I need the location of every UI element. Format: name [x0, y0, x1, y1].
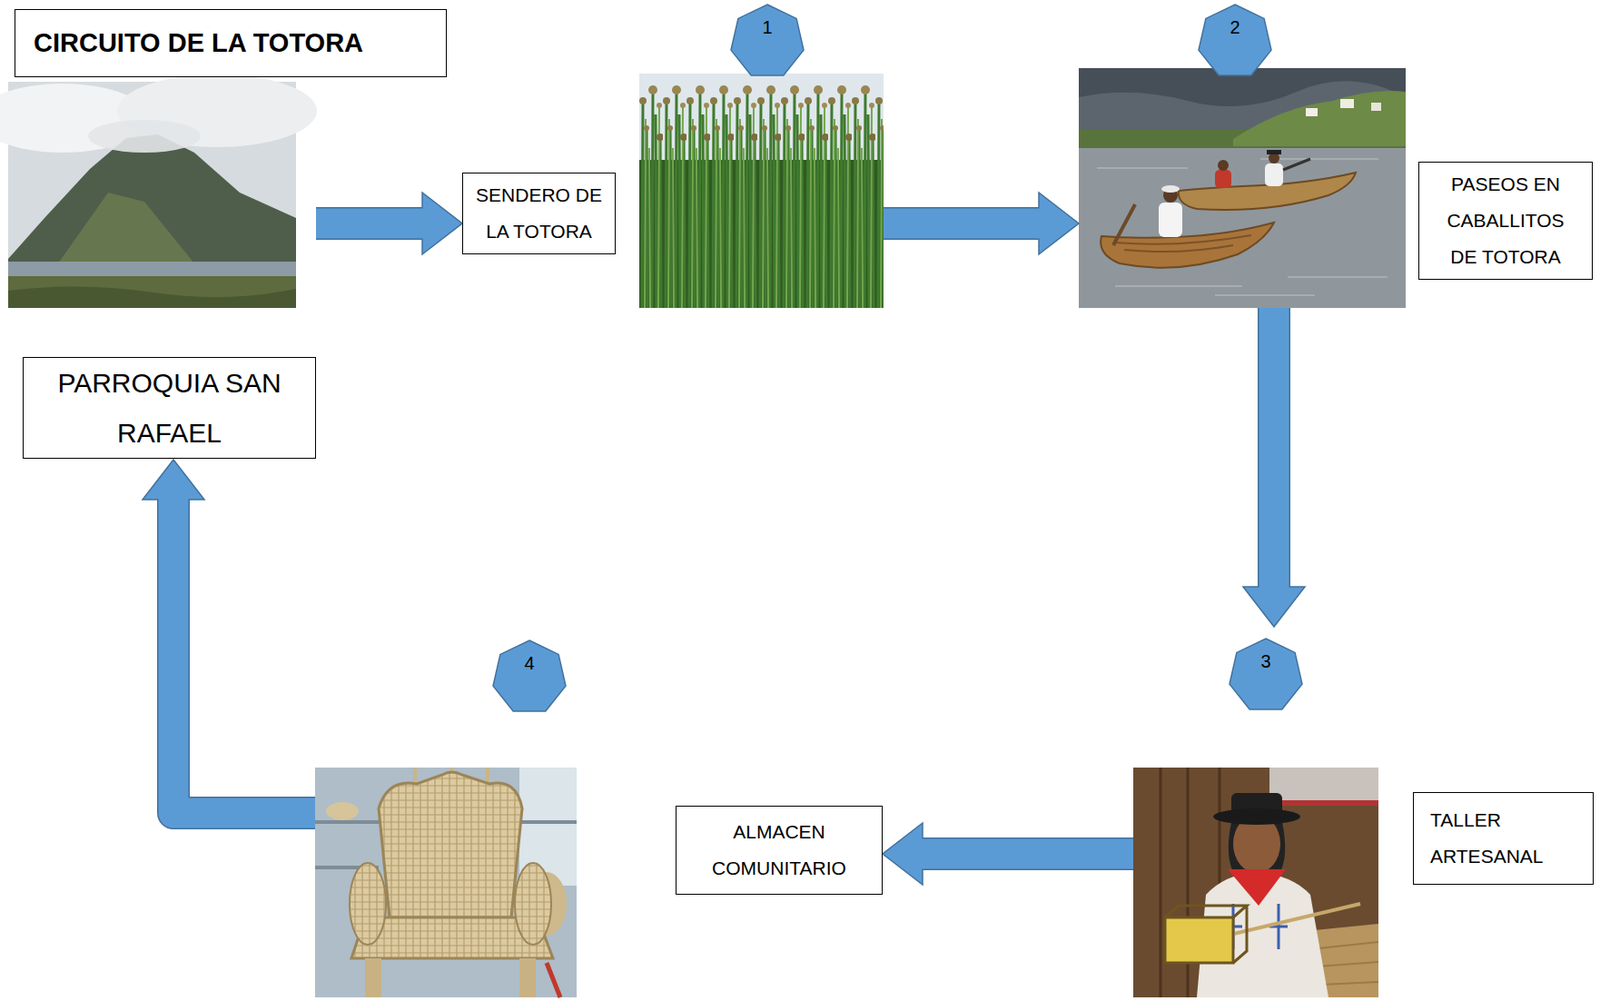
heptagon-shape [1198, 4, 1272, 76]
arrow-head [1038, 192, 1079, 255]
photo-chair [546, 962, 561, 998]
arrow-head [882, 822, 923, 885]
photo-chair [315, 767, 577, 998]
photo-chair [315, 767, 577, 998]
circuit-stop: TALLER ARTESANAL [1133, 626, 1594, 998]
photo-boats [1266, 149, 1282, 155]
stop-label-box: ALMACEN COMUNITARIO [675, 805, 883, 895]
arrow-shaft [919, 839, 1134, 870]
stop-name: SENDERO DE LA TOTORA [474, 177, 604, 250]
arrow-shaft [883, 208, 1042, 239]
photo-boats [1113, 204, 1136, 246]
photo-mountain [88, 119, 201, 153]
photo-mountain [8, 276, 297, 308]
circuit-stop: PASEOS EN CABALLITOS DE TOTORA [1078, 3, 1593, 308]
block-arrow [1243, 307, 1305, 627]
callout-number: 4 [488, 634, 571, 674]
photo-mountain [58, 192, 195, 264]
photo-boats [1078, 68, 1406, 308]
photo-boats [1158, 202, 1183, 238]
stop-label-box: PASEOS EN CABALLITOS DE TOTORA [1418, 161, 1593, 280]
photo-reeds [639, 73, 884, 308]
circuit-stop: SENDERO DE LA TOTORA [462, 3, 884, 308]
callout-number: 1 [726, 0, 809, 39]
title-box: CIRCUITO DE LA TOTORA [14, 9, 447, 78]
arrow-shaft [1259, 307, 1290, 590]
photo-artisan [1133, 767, 1379, 998]
stop-name: PARROQUIA SAN RAFAEL [34, 357, 305, 458]
block-arrow [316, 192, 463, 255]
photo-artisan [1213, 808, 1301, 825]
block-arrow [142, 459, 316, 813]
stop-label-box: SENDERO DE LA TOTORA [462, 172, 616, 255]
photo-artisan [1227, 869, 1286, 906]
arrow-shaft [173, 496, 316, 813]
callout-number: 2 [1194, 0, 1276, 39]
photo-boats [1214, 169, 1232, 188]
photo-boats [1161, 185, 1180, 193]
stop-name: PASEOS EN CABALLITOS DE TOTORA [1432, 166, 1580, 276]
arrow-head [1243, 586, 1305, 627]
arrow-shaft [316, 208, 425, 239]
photo-chair [325, 801, 359, 820]
heptagon-shape [1194, 0, 1276, 81]
photo-boats [1233, 90, 1406, 147]
photo-chair [378, 771, 523, 918]
photo-chair [514, 862, 552, 945]
photo-boats [1305, 108, 1318, 117]
photo-chair [365, 958, 382, 998]
photo-reeds [639, 73, 884, 308]
photo-artisan [1165, 905, 1247, 963]
photo-boats [1100, 222, 1275, 268]
photo-artisan [1269, 800, 1379, 806]
heptagon-shape [488, 634, 571, 717]
stop-label-box: TALLER ARTESANAL [1412, 791, 1594, 885]
photo-reeds [639, 73, 884, 308]
callout-badge: 2 [1194, 0, 1276, 81]
title: CIRCUITO DE LA TOTORA [33, 27, 364, 60]
photo-boats [1217, 159, 1229, 171]
photo-mountain [8, 261, 297, 278]
callout-number: 3 [1224, 632, 1307, 672]
circuit-stop: ALMACEN COMUNITARIO [315, 630, 883, 998]
photo-mountain [8, 286, 297, 308]
arrow-head [422, 192, 463, 255]
callout-badge: 4 [488, 634, 571, 717]
photo-artisan [1133, 767, 1379, 998]
photo-chair [349, 862, 386, 945]
photo-boats [1096, 158, 1388, 296]
photo-boats [1264, 163, 1284, 187]
arrow-head [142, 459, 205, 500]
heptagon-shape [1224, 632, 1307, 715]
photo-boats [1115, 235, 1252, 252]
photo-boats [1371, 102, 1382, 111]
arrow-outline [173, 499, 316, 813]
stop-label-box: PARROQUIA SAN RAFAEL [22, 356, 317, 459]
photo-mountain [8, 134, 297, 268]
photo-chair [519, 958, 536, 998]
photo-mountain [0, 74, 317, 308]
photo-artisan [1269, 767, 1379, 804]
heptagon-shape [493, 640, 566, 712]
callout-badge: 1 [726, 0, 809, 81]
heptagon-shape [1229, 638, 1303, 710]
stop-name: ALMACEN COMUNITARIO [687, 813, 871, 887]
photo-boats [1078, 68, 1406, 308]
callout-badge: 3 [1224, 632, 1307, 715]
photo-artisan [1165, 917, 1234, 963]
circuit-stop: PARROQUIA SAN RAFAEL [8, 81, 317, 460]
stop-name: TALLER ARTESANAL [1430, 801, 1584, 875]
photo-boats [1340, 98, 1354, 109]
heptagon-shape [730, 4, 804, 76]
heptagon-shape [726, 0, 809, 81]
block-arrow [883, 192, 1079, 255]
photo-boats [1283, 158, 1311, 170]
block-arrow [882, 822, 1134, 885]
